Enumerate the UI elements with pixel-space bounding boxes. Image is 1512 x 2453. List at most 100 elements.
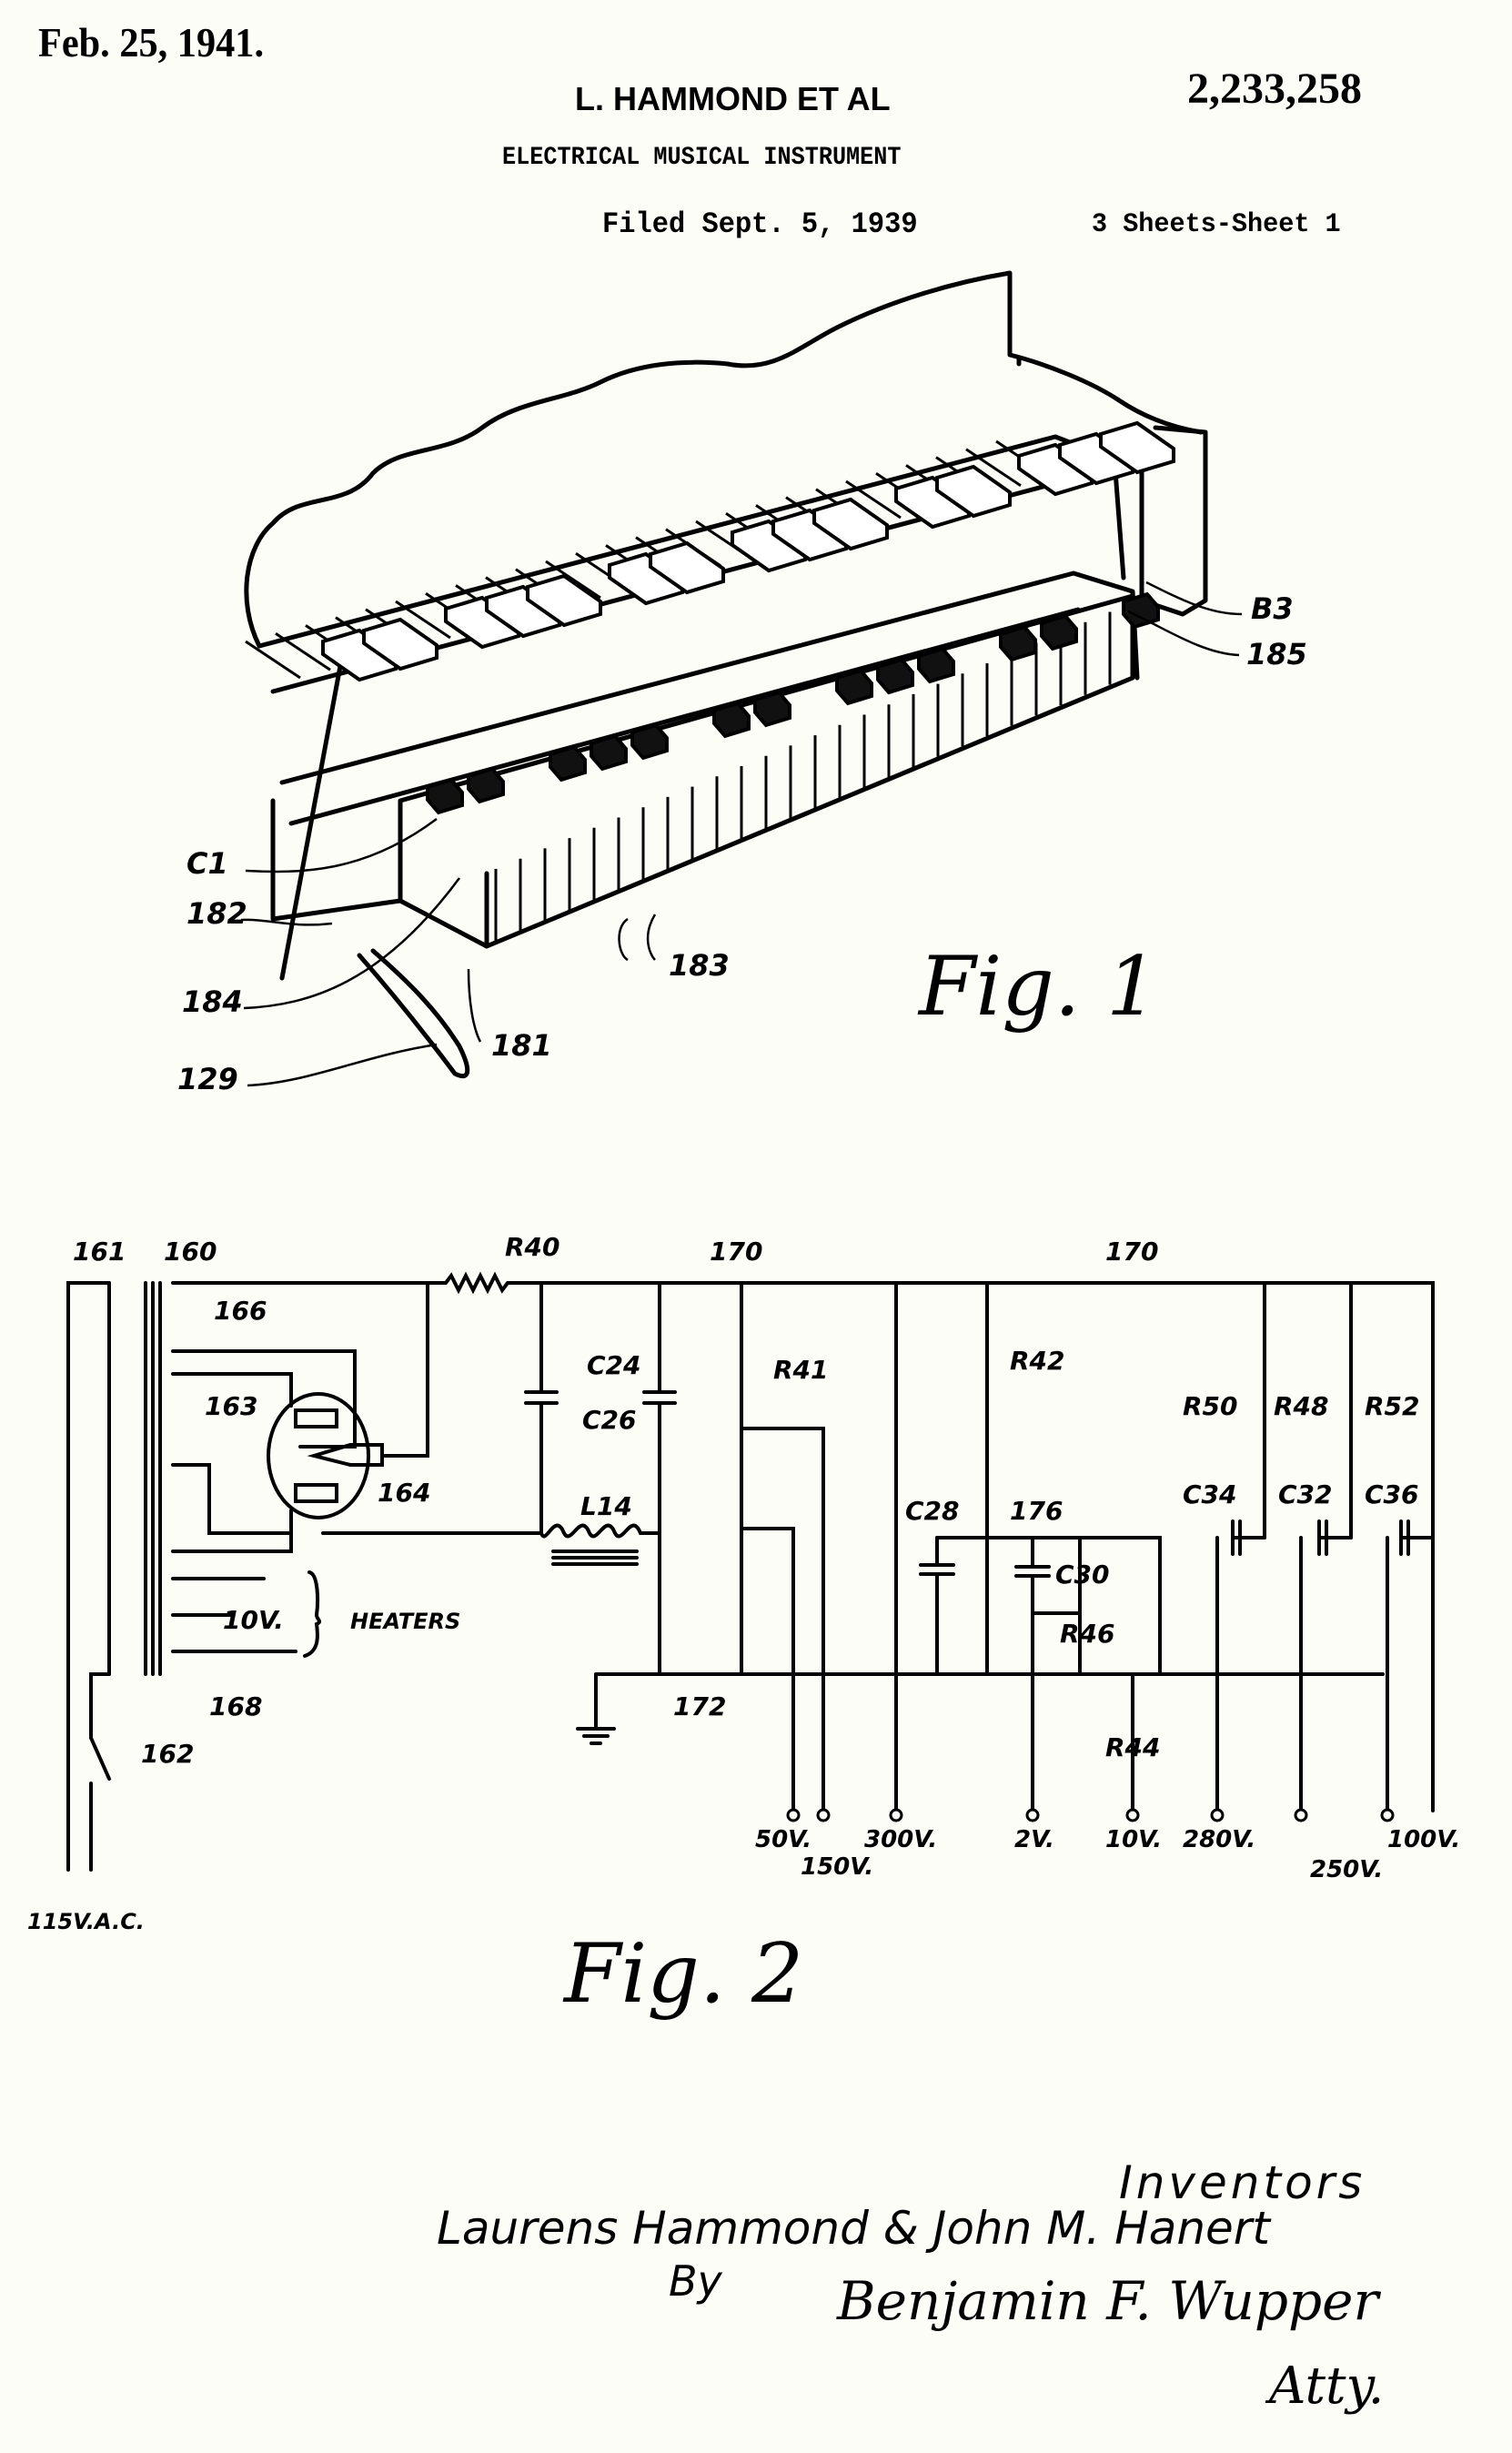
output-terminals — [786, 1808, 1395, 1822]
lower-preset-key — [876, 657, 914, 695]
upper-black-key — [485, 584, 561, 639]
upper-black-key — [731, 519, 807, 573]
upper-black-key — [935, 464, 1012, 519]
lower-preset-key — [549, 744, 587, 782]
secondary-166 — [171, 1281, 429, 1449]
output-label-2v: 2V. — [1014, 1826, 1054, 1853]
resistor-r40 — [426, 1271, 543, 1295]
label-c34: C34 — [1183, 1479, 1237, 1509]
label-c36: C36 — [1365, 1479, 1419, 1509]
inventors-heading: Inventors — [1119, 2156, 1366, 2209]
pedal-129 — [357, 948, 470, 1079]
upper-black-key — [1099, 420, 1175, 475]
output-label-50v: 50V. — [755, 1826, 811, 1853]
label-c1: C1 — [186, 846, 228, 881]
output-label-300v: 300V. — [864, 1826, 937, 1853]
label-l14: L14 — [580, 1491, 632, 1521]
heater-winding-168 — [171, 1577, 297, 1653]
label-r48: R48 — [1274, 1391, 1329, 1421]
patent-number: 2,233,258 — [1187, 65, 1362, 113]
rectifier-tube-164 — [267, 1392, 370, 1519]
lower-preset-key — [590, 733, 628, 772]
upper-black-key — [444, 595, 520, 650]
label-168: 168 — [209, 1691, 262, 1721]
label-r46: R46 — [1060, 1619, 1115, 1649]
label-r52: R52 — [1365, 1391, 1420, 1421]
capacitor-c28 — [919, 1536, 955, 1676]
lower-preset-key — [630, 722, 669, 761]
black-keys: (function(){ const g=document.currentScr… — [321, 420, 1175, 815]
capacitor-c30 — [1014, 1536, 1051, 1812]
attorney-signature: Benjamin F. Wupper — [837, 2270, 1379, 2332]
figure-1-organ-keyboard: (function(){ const g=document.currentScr… — [177, 270, 1307, 1096]
terminal-300v — [889, 1808, 903, 1822]
label-161: 161 — [73, 1237, 126, 1267]
upper-black-key — [1058, 431, 1134, 486]
label-166: 166 — [214, 1296, 267, 1326]
label-c30: C30 — [1055, 1560, 1110, 1590]
output-label-150v: 150V. — [801, 1853, 873, 1881]
output-label-250v: 250V. — [1310, 1856, 1383, 1883]
lower-preset-key — [426, 777, 464, 815]
upper-black-key — [894, 475, 971, 530]
lower-preset-key — [917, 646, 955, 684]
label-r50: R50 — [1183, 1391, 1238, 1421]
filing-date: Filed Sept. 5, 1939 — [602, 207, 918, 241]
resistor-r44-r46 — [1031, 1536, 1082, 1676]
by-label: By — [669, 2256, 722, 2306]
upper-black-key — [526, 573, 602, 628]
upper-black-key — [362, 617, 438, 671]
lower-preset-key — [1122, 591, 1160, 630]
upper-black-key — [321, 628, 398, 682]
upper-key-divider — [965, 448, 1022, 488]
break-outline — [244, 270, 1204, 649]
figure-2-caption: Fig. 2 — [562, 1926, 803, 2022]
capacitor-c34 — [1215, 1519, 1266, 1812]
switch-162 — [89, 1736, 111, 1781]
inventor-names: Laurens Hammond & John M. Hanert — [437, 2202, 1270, 2255]
terminal-100v — [1380, 1808, 1395, 1822]
label-182: 182 — [186, 896, 247, 931]
lower-preset-key — [467, 766, 505, 804]
primary-lead — [66, 1281, 111, 1872]
ground-bus-172 — [594, 1672, 1385, 1731]
label-160: 160 — [164, 1237, 217, 1267]
label-c32: C32 — [1278, 1479, 1333, 1509]
right-end-block — [1016, 357, 1208, 617]
label-r40: R40 — [505, 1232, 560, 1262]
choke-l14 — [539, 1523, 661, 1539]
upper-black-key — [771, 508, 848, 562]
label-172: 172 — [673, 1691, 726, 1721]
output-label-280v: 280V. — [1183, 1826, 1255, 1853]
label-170-right: 170 — [1105, 1237, 1158, 1267]
upper-black-key — [1017, 442, 1094, 497]
label-r42: R42 — [1010, 1346, 1065, 1376]
label-176: 176 — [1010, 1496, 1063, 1526]
label-129: 129 — [177, 1062, 238, 1096]
output-label-100v: 100V. — [1387, 1826, 1460, 1853]
label-164: 164 — [378, 1478, 430, 1508]
label-181: 181 — [491, 1028, 552, 1063]
label-185: 185 — [1246, 637, 1307, 671]
upper-black-key — [812, 497, 889, 551]
label-c28: C28 — [905, 1496, 960, 1526]
fig1-leaders — [240, 580, 1243, 1087]
lower-preset-key — [999, 624, 1037, 662]
terminal-250v — [1294, 1808, 1308, 1822]
terminal-50v — [786, 1808, 801, 1822]
upper-key-divider — [245, 640, 301, 680]
lower-preset-key — [835, 668, 873, 706]
terminal-150v — [816, 1808, 831, 1822]
label-c26: C26 — [582, 1405, 637, 1435]
secondary-163 — [171, 1372, 293, 1553]
label-r41: R41 — [773, 1355, 829, 1385]
label-183: 183 — [669, 948, 730, 983]
label-163: 163 — [205, 1391, 257, 1421]
lower-preset-key — [753, 690, 791, 728]
capacitor-c36 — [1386, 1519, 1435, 1812]
label-heaters: HEATERS — [350, 1609, 460, 1634]
label-r44: R44 — [1105, 1732, 1161, 1762]
ground-symbol — [576, 1727, 616, 1745]
patent-title: ELECTRICAL MUSICAL INSTRUMENT — [502, 144, 902, 172]
label-mains: 115V.A.C. — [27, 1909, 145, 1934]
